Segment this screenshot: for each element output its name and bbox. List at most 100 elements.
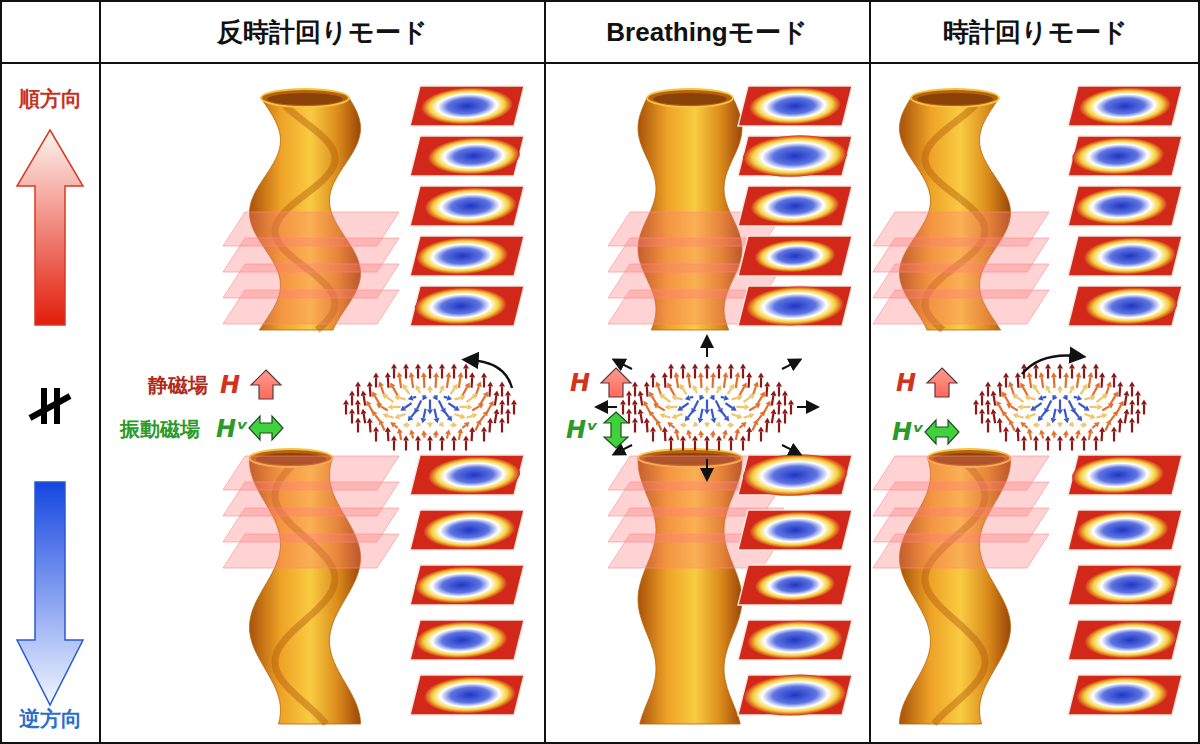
spin-head	[379, 419, 384, 425]
spin-shaft	[1043, 396, 1046, 399]
spin-shaft	[652, 378, 654, 388]
spin-shaft	[1029, 398, 1035, 399]
spin-head	[991, 390, 997, 395]
cross-section	[410, 136, 524, 176]
cross-section	[1068, 565, 1182, 605]
cross-section-ground	[738, 510, 852, 550]
tube-rim	[647, 89, 733, 107]
spin-head	[1063, 430, 1069, 435]
spin-head	[1075, 372, 1081, 377]
spin-shaft	[1048, 389, 1050, 393]
spin-shaft	[375, 396, 380, 405]
cross-section-ground	[738, 286, 852, 326]
spin-shaft	[451, 388, 455, 394]
spin-shaft	[1071, 441, 1073, 451]
cross-section-core	[746, 188, 843, 224]
spin-shaft	[1081, 424, 1083, 426]
spin-shaft	[441, 369, 443, 379]
cross-section	[738, 186, 852, 226]
spin-shaft	[460, 406, 468, 408]
spin-shaft	[718, 369, 720, 379]
spin-shaft	[1131, 387, 1133, 397]
spin-shaft	[987, 387, 989, 397]
spin-head	[422, 395, 427, 401]
cross-section-ground	[738, 565, 852, 605]
spin-head	[499, 382, 505, 387]
spin-shaft	[731, 398, 737, 399]
spin-shaft	[429, 390, 431, 392]
spin-head	[1087, 428, 1093, 433]
spin-head	[985, 400, 991, 405]
spin-shaft	[488, 386, 491, 396]
slash	[30, 396, 70, 418]
spin-head	[776, 400, 782, 405]
spin-shaft	[765, 386, 768, 396]
spin-head	[391, 364, 397, 369]
spin-shaft	[1105, 424, 1108, 431]
cross-section	[1068, 236, 1182, 276]
spin-head	[685, 416, 690, 422]
spin-head	[397, 428, 403, 433]
cross-section	[1068, 136, 1182, 176]
spin-shaft	[772, 395, 774, 405]
spin-shaft	[1074, 411, 1079, 418]
spin-head	[1084, 406, 1090, 411]
spin-head	[665, 404, 670, 410]
cross-section-ground	[738, 620, 852, 660]
spin-head	[472, 394, 478, 399]
spin-head	[753, 419, 758, 425]
spin-head	[716, 385, 721, 391]
spin-head	[1003, 373, 1009, 378]
spin-head	[1075, 429, 1081, 435]
cross-section-ground	[738, 455, 852, 495]
not-parallel-symbol	[30, 388, 70, 424]
spin-shaft	[453, 441, 455, 451]
spin-head	[698, 372, 704, 377]
spin-shaft	[721, 396, 724, 399]
tube-rim	[911, 89, 999, 107]
spin-shaft	[434, 435, 437, 438]
field-label: Hᵛ	[566, 417, 598, 443]
spin-head	[973, 400, 979, 405]
spin-head	[469, 427, 475, 432]
spin-head	[1046, 385, 1051, 391]
spin-shaft	[778, 423, 780, 433]
spin-shaft	[1097, 397, 1104, 402]
spin-shaft	[1035, 441, 1037, 451]
spin-shaft	[434, 409, 436, 419]
spin-head	[668, 436, 674, 441]
spin-head	[644, 381, 650, 386]
spin-head	[758, 373, 764, 378]
spin-head	[478, 403, 484, 408]
spin-shaft	[375, 432, 377, 442]
spin-head	[638, 390, 644, 395]
cross-section-core	[423, 138, 524, 175]
spin-head	[724, 416, 729, 422]
spin-shaft	[393, 369, 395, 379]
spin-shaft	[405, 369, 407, 379]
spin-shaft	[1090, 406, 1098, 408]
oscillating-field-arrow	[249, 416, 283, 440]
spin-head	[343, 400, 349, 405]
spin-shaft	[444, 396, 447, 399]
spin-head	[1093, 364, 1099, 369]
spin-head	[481, 373, 487, 378]
cross-section	[410, 510, 524, 550]
spin-shaft	[757, 415, 762, 421]
spin-head	[1129, 400, 1135, 405]
spin-shaft	[1011, 406, 1018, 410]
spin-head	[729, 384, 734, 390]
spin-head	[764, 381, 770, 386]
spin-shaft	[439, 400, 443, 409]
spin-shaft	[628, 396, 630, 406]
cross-section	[410, 236, 524, 276]
spin-shaft	[1077, 377, 1079, 388]
spin-head	[476, 419, 481, 425]
spin-head	[776, 382, 782, 387]
spin-shaft	[1125, 414, 1127, 423]
spin-shaft	[711, 409, 713, 419]
spin-shaft	[695, 389, 697, 393]
spin-shaft	[689, 377, 691, 388]
spin-head	[388, 404, 393, 410]
spin-head	[729, 422, 734, 428]
